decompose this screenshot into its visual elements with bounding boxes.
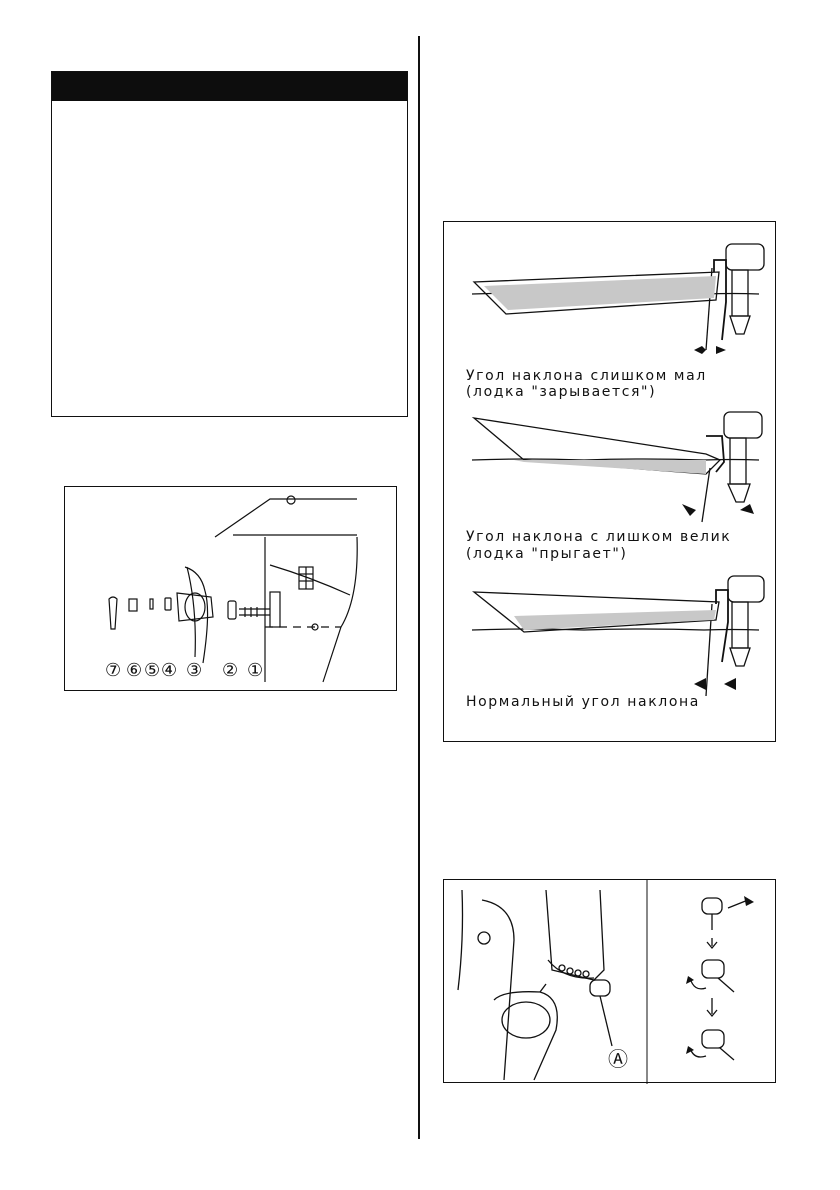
caption-trim-too-small: Угол наклона слишком мал [466,368,707,384]
clip-lock-drawing [457,880,754,1084]
trim-angle-figure: Угол наклона слишком мал (лодка "зарывае… [443,221,776,742]
propeller-exploded-drawing [108,495,358,683]
caption-trim-normal: Нормальный угол наклона [466,694,700,710]
propeller-exploded-figure: ⑦ ⑥ ⑤ ④ ③ ② ① [64,486,397,691]
callout-5: ⑤ [144,660,161,681]
callout-a: Ⓐ [608,1047,628,1071]
caption-trim-too-large-note: (лодка "прыгает") [466,546,628,562]
caption-trim-too-large: Угол наклона с лишком велик [466,529,732,545]
callout-1: ① [247,660,264,681]
callout-3: ③ [186,660,203,681]
trim-angle-drawings [471,243,765,697]
callout-2: ② [222,660,239,681]
clip-lock-figure: Ⓐ [443,879,776,1084]
column-divider [418,36,420,1139]
callout-4: ④ [161,660,178,681]
callout-6: ⑥ [126,660,143,681]
callout-7: ⑦ [105,660,122,681]
caption-trim-too-small-note: (лодка "зарывается") [466,384,657,400]
warning-header-bar [52,72,407,101]
warning-box [51,71,408,417]
